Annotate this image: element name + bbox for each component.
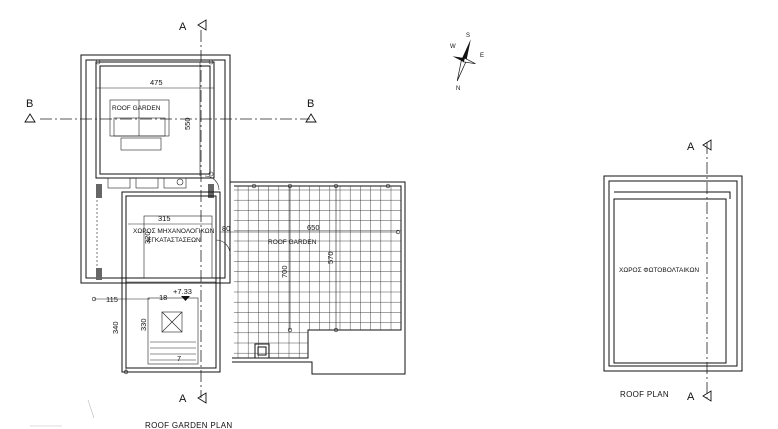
stair-count-18: 18	[159, 293, 167, 302]
roof-garden-furniture	[95, 59, 214, 189]
compass-east-label: E	[480, 53, 484, 59]
dimension-570: 570	[326, 251, 335, 264]
section-label-a-roof-top: A	[687, 141, 695, 153]
section-marker-a-bottom	[197, 392, 207, 404]
roof-garden-upper-label: ROOF GARDEN	[112, 105, 161, 112]
section-marker-b-right	[305, 113, 317, 123]
pv-area-label: ΧΩΡΟΣ ΦΩΤΟΒΟΛΤΑΙΚΩΝ	[619, 267, 699, 274]
compass-south-label: S	[466, 33, 470, 39]
roof-garden-main-label: ROOF GARDEN	[268, 239, 317, 246]
dimension-315: 315	[158, 214, 171, 223]
dimension-330: 330	[139, 318, 148, 331]
stair-count-7: 7	[177, 354, 181, 363]
roof-plan: A A ΧΩΡΟΣ ΦΩΤΟΒΟΛΤΑΙΚΩΝ ROOF PLAN	[603, 139, 743, 403]
roof-garden-plan-title: ROOF GARDEN PLAN	[145, 421, 232, 429]
section-label-a-roof-bottom: A	[687, 391, 695, 403]
compass-north-label: N	[456, 86, 460, 92]
section-marker-a-roof-top	[702, 139, 712, 151]
roof-garden-plan: A A B B 475 550 315 320 80 650 700 570 1…	[24, 19, 406, 429]
dimension-115: 115	[106, 295, 118, 304]
pencil-mark	[30, 399, 95, 427]
dimension-lines	[91, 62, 401, 375]
dimension-80: 80	[222, 224, 230, 233]
north-arrow	[452, 39, 476, 82]
section-marker-a-roof-bottom	[702, 390, 712, 402]
dimension-650: 650	[307, 223, 320, 232]
mechanical-room	[121, 175, 231, 373]
section-marker-a-top	[197, 19, 207, 31]
section-label-a-top: A	[179, 21, 187, 33]
dimension-340: 340	[111, 321, 120, 334]
roof-plan-title: ROOF PLAN	[620, 390, 669, 399]
level-mark: +7.33	[173, 287, 192, 296]
dimension-700: 700	[280, 265, 289, 278]
dimension-475: 475	[150, 78, 163, 87]
north-wing-walls	[80, 54, 231, 284]
dimension-320: 320	[143, 231, 152, 244]
section-label-b-left: B	[26, 98, 33, 110]
section-label-a-bottom: A	[179, 393, 187, 405]
mechanical-room-label-line1: ΧΩΡΟΣ ΜΗΧΑΝΟΛΟΓΙΚΩΝ	[133, 228, 215, 235]
compass-west-label: W	[450, 44, 456, 50]
mechanical-room-label-line2: ΕΓΚΑΤΑΣΤΑΣΕΩΝ	[147, 237, 201, 244]
main-roof-garden-walls	[229, 178, 406, 375]
section-label-b-right: B	[307, 98, 314, 110]
dimension-550: 550	[183, 117, 192, 130]
section-marker-b-left	[24, 113, 36, 123]
roof-tile-grid	[234, 186, 401, 358]
